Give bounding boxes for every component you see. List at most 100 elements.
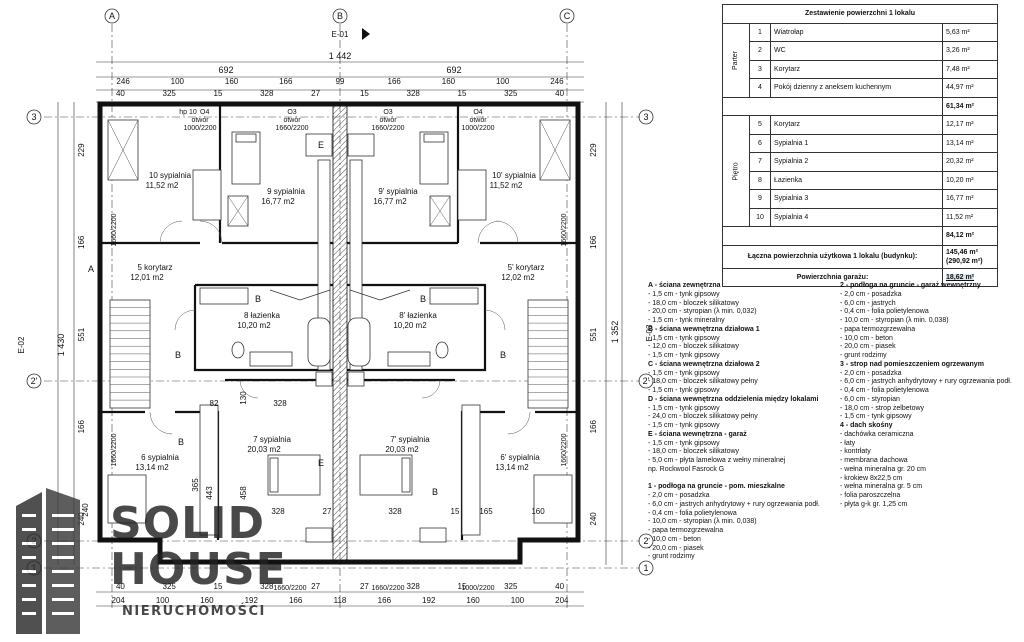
dim-bottom-subsegment: 100 — [156, 596, 170, 605]
dim-bottom-subsegment: 192 — [245, 596, 259, 605]
label-side-window-right-2: 1660/2200 — [561, 433, 568, 466]
room-name-r7p: 7' sypialnia — [390, 435, 430, 444]
note-line: - 20,0 cm - styropian (λ min. 0,032) — [648, 308, 757, 316]
room-area-r5p: 12,02 m2 — [501, 273, 535, 282]
dim-total-left: 1 430 — [56, 334, 66, 357]
label-size-1000: 1000/2200 — [183, 125, 216, 132]
note-line: - wełna mineralna gr. 5 cm — [840, 483, 923, 491]
dim-bottom-subsegment: 166 — [289, 596, 303, 605]
dim-top-segment: 160 — [225, 77, 239, 86]
note-line: C - ściana wewnętrzna działowa 2 — [648, 360, 760, 368]
floor-notes: 2 - podłoga na gruncie - garaż wewnętrzn… — [840, 282, 1012, 510]
table-row-area: 7,48 m² — [942, 59, 998, 79]
note-line: 1 - podłoga na gruncie - pom. mieszkalne — [648, 483, 785, 491]
note-line: - 6,0 cm - jastrych anhydrytowy + rury o… — [840, 378, 1012, 386]
total-area-value: 145,46 m²(290,92 m²) — [942, 244, 998, 269]
room-name-r6p: 6' sypialnia — [500, 453, 540, 462]
wall-marker-b-3: B — [420, 294, 426, 304]
note-line: - 0,4 cm - folia polietylenowa — [840, 387, 929, 394]
note-line: - 10,0 cm - styropian (λ min. 0,038) — [840, 317, 949, 324]
note-line: - 6,0 cm - styropian — [840, 395, 900, 403]
section-mark-e03: E-03 — [645, 324, 654, 341]
note-line: - wełna mineralna gr. 20 cm — [840, 465, 926, 473]
dim-right-segment: 551 — [589, 327, 598, 341]
inner-dim-160: 160 — [531, 507, 545, 516]
section-marks: E-01 E-02 E-03 — [17, 28, 654, 353]
wall-marker-b-1: B — [175, 350, 181, 360]
inner-dim-27: 27 — [323, 507, 332, 516]
note-line: - 1,5 cm - tynk gipsowy — [648, 404, 720, 412]
note-line: - 1,5 cm - tynk mineralny — [648, 317, 725, 324]
table-row-area: 13,14 m² — [942, 133, 998, 153]
axis-label-3-right: 3 — [643, 112, 648, 122]
label-hp: hp 10 — [179, 109, 197, 116]
dim-top-segment: 99 — [336, 77, 345, 86]
note-line: - 6,0 cm - jastrych anhydrytowy + rury o… — [648, 500, 820, 508]
axis-label-1-right: 1 — [643, 563, 648, 573]
axis-label-2-right: 2 — [643, 536, 648, 546]
wall-marker-a: A — [88, 264, 94, 274]
inner-dim-328c: 328 — [388, 507, 402, 516]
note-line: 3 - strop nad pomieszczeniem ogrzewanym — [840, 360, 984, 368]
room-area-r8p: 10,20 m2 — [393, 321, 427, 330]
note-line: - kontrłaty — [840, 448, 871, 456]
label-o3-right: O3 — [383, 109, 392, 116]
note-line: - 1,5 cm - tynk gipsowy — [648, 334, 720, 342]
table-row-name: Wiatrołap — [770, 22, 943, 42]
logo-subtitle: NIERUCHOMOŚCI — [122, 604, 266, 619]
area-table-title: Zestawienie powierzchni 1 lokalu — [722, 4, 998, 24]
room-name-r9: 9 sypialnia — [267, 187, 305, 196]
group-parter: Parter — [722, 22, 750, 98]
wall-marker-b-4: B — [500, 350, 506, 360]
inner-dim-165: 165 — [479, 507, 493, 516]
table-row-name: Korytarz — [770, 115, 943, 135]
label-o4: O4 — [200, 109, 209, 116]
note-line: - 2,0 cm - posadzka — [840, 290, 902, 298]
note-line: - folia paroszczelna — [840, 492, 901, 499]
section-mark-e02: E-02 — [17, 336, 26, 353]
note-line: - membrana dachowa — [840, 457, 908, 464]
dim-right-segment: 240 — [589, 512, 598, 526]
room-name-r8: 8 łazienka — [244, 311, 281, 320]
dim-top-subsegment: 27 — [311, 89, 320, 98]
dim-left-segment: 229 — [77, 143, 86, 157]
note-line: - papa termozgrzewalna — [648, 527, 724, 534]
note-line: - 18,0 cm - bloczek silikatowy — [648, 299, 740, 307]
label-otwor: otwór — [191, 117, 209, 124]
note-line: E - ściana wewnętrzna - garaż — [648, 430, 747, 438]
table-row-name: Łazienka — [770, 170, 943, 190]
dim-bottom-segment: 328 — [407, 582, 421, 591]
note-line: - dachówka ceramiczna — [840, 430, 914, 438]
dim-bottom-subsegment: 192 — [422, 596, 436, 605]
table-row-name: Pokój dzienny z aneksem kuchennym — [770, 78, 943, 98]
building-logo-icon — [16, 488, 80, 634]
dim-top-segment: 166 — [279, 77, 293, 86]
total-area-label: Łączna powierzchnia użytkowa 1 lokalu (b… — [722, 244, 943, 269]
note-line: - 18,0 cm - strop żelbetowy — [840, 404, 925, 412]
note-line: A - ściana zewnętrzna — [648, 282, 721, 289]
dim-half-right: 692 — [446, 65, 461, 75]
axis-label-2p-left: 2' — [31, 376, 38, 386]
section-mark-e01: E-01 — [332, 30, 349, 39]
dim-bottom-segment: 27 — [311, 582, 320, 591]
note-line: - 1,5 cm - tynk gipsowy — [648, 352, 720, 359]
axis-label-3-left: 3 — [31, 112, 36, 122]
label-o3: O3 — [287, 109, 296, 116]
note-line: 4 - dach skośny — [840, 422, 893, 429]
group-pietro: Piętro — [722, 115, 750, 227]
label-side-window: 1660/2200 — [111, 213, 118, 246]
dim-top-segment: 246 — [116, 77, 130, 86]
dim-left-segment: 166 — [77, 235, 86, 249]
label-side-window-2: 1660/2200 — [111, 433, 118, 466]
dim-bottom-subsegment: 118 — [334, 596, 347, 605]
label-bottom-o1: 1660/2200 — [273, 585, 306, 592]
note-line: - 18,0 cm - bloczek silikatowy pełny — [648, 378, 758, 386]
dim-top-segment: 246 — [550, 77, 564, 86]
table-row-name: Sypialnia 3 — [770, 189, 943, 209]
room-area-r9: 16,77 m2 — [261, 197, 295, 206]
wall-type-markers: A B B B B B B E E — [88, 140, 506, 497]
room-name-r9p: 9' sypialnia — [378, 187, 418, 196]
note-line: - 1,5 cm - tynk gipsowy — [648, 387, 720, 394]
